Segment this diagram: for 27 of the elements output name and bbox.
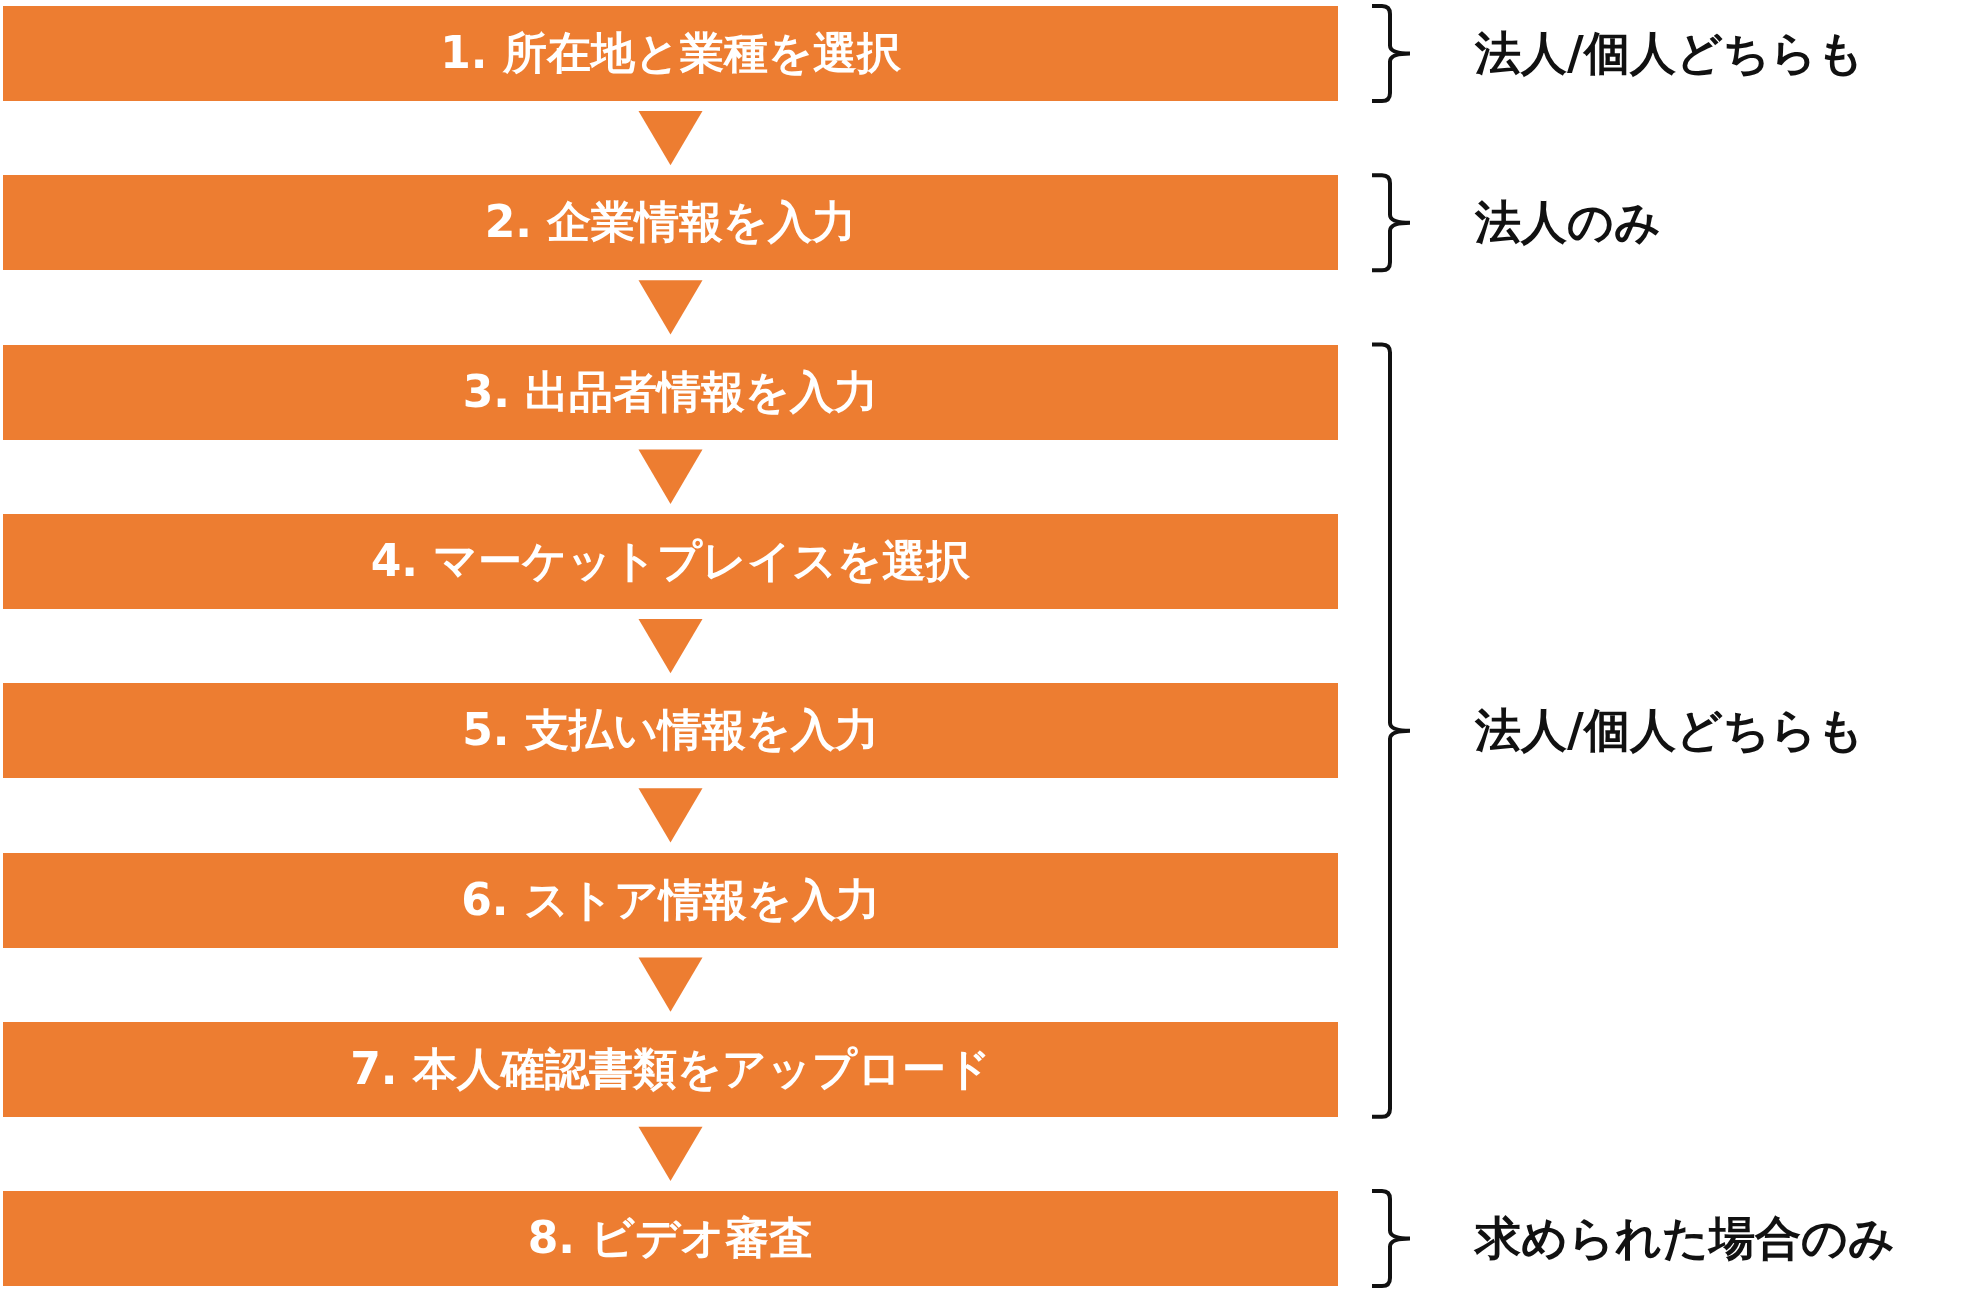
step-text: 6. ストア情報を入力 [461,872,880,927]
step-text: 8. ビデオ審査 [527,1211,814,1266]
arrow [638,618,703,674]
bracket-label: 法人/個人どちらも [1475,24,1864,82]
step-box [3,852,1338,948]
bracket-label: 求められた場合のみ [1475,1209,1895,1267]
arrow [638,1126,703,1182]
step-box [3,513,1338,609]
arrow [638,957,703,1012]
step-box [3,175,1338,271]
step-text: 3. 出品者情報を入力 [462,364,879,419]
step-text: 5. 支払い情報を入力 [462,703,879,758]
step-box [3,1021,1338,1117]
step-text: 4. マーケットプレイスを選択 [370,533,971,588]
arrow [638,449,703,504]
step-box [3,6,1338,101]
arrow [638,280,703,335]
step-text: 1. 所在地と業種を選択 [440,26,901,80]
step-box [3,683,1338,779]
step-text: 2. 企業情報を入力 [484,195,857,250]
step-text: 7. 本人確認書類をアップロード [350,1041,991,1096]
bracket-label: 法人のみ [1475,193,1661,251]
arrow [638,788,703,843]
bracket-label: 法人/個人どちらも [1475,701,1864,759]
arrow [638,111,703,166]
step-box [3,1191,1338,1287]
step-box [3,344,1338,440]
